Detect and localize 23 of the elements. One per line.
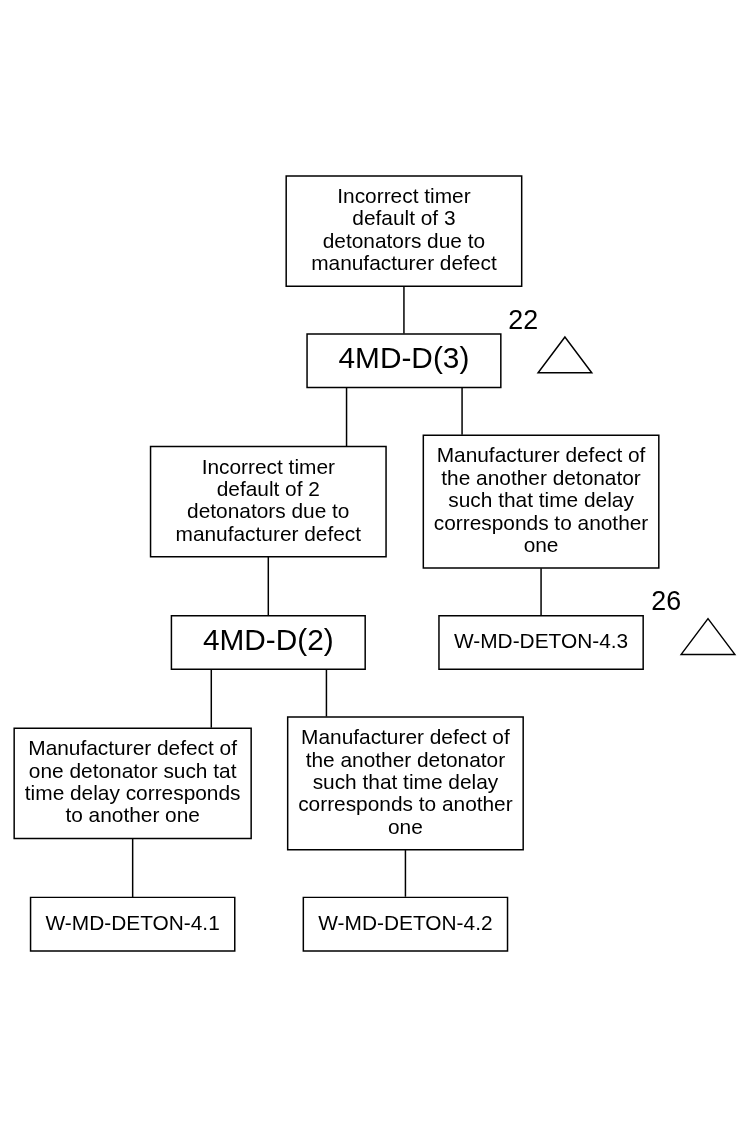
connector <box>403 285 405 334</box>
connector <box>461 386 463 436</box>
connector <box>210 668 213 728</box>
node-box: 4MD-D(2) <box>170 614 366 670</box>
node-box: W-MD-DETON-4.2 <box>302 896 509 952</box>
node-box: Manufacturer defect of one detonator such tat time delay corresponds to another one <box>13 726 252 839</box>
node-box: 4MD-D(3) <box>306 332 502 388</box>
connector <box>267 555 270 616</box>
node-triangle <box>536 335 594 373</box>
connector <box>345 386 348 447</box>
node-box: W-MD-DETON-4.3 <box>438 614 644 670</box>
node-box: Manufacturer defect of the another detonator such that time delay corresponds to another one <box>286 715 524 850</box>
node-box: Incorrect timer default of 2 detonators due to manufacturer defect <box>149 445 387 558</box>
node-triangle <box>679 616 737 655</box>
connector <box>404 848 407 897</box>
node-box: W-MD-DETON-4.1 <box>29 896 236 952</box>
connector <box>131 837 134 898</box>
node-box: Incorrect timer default of 3 detonators due to manufacturer defect <box>285 174 523 287</box>
node-box: Manufacturer defect of the another detonator such that time delay corresponds to another one <box>422 434 660 569</box>
connector <box>325 668 328 717</box>
connector <box>540 567 542 616</box>
node-label: 26 <box>651 585 682 616</box>
node-label: 22 <box>508 304 539 335</box>
